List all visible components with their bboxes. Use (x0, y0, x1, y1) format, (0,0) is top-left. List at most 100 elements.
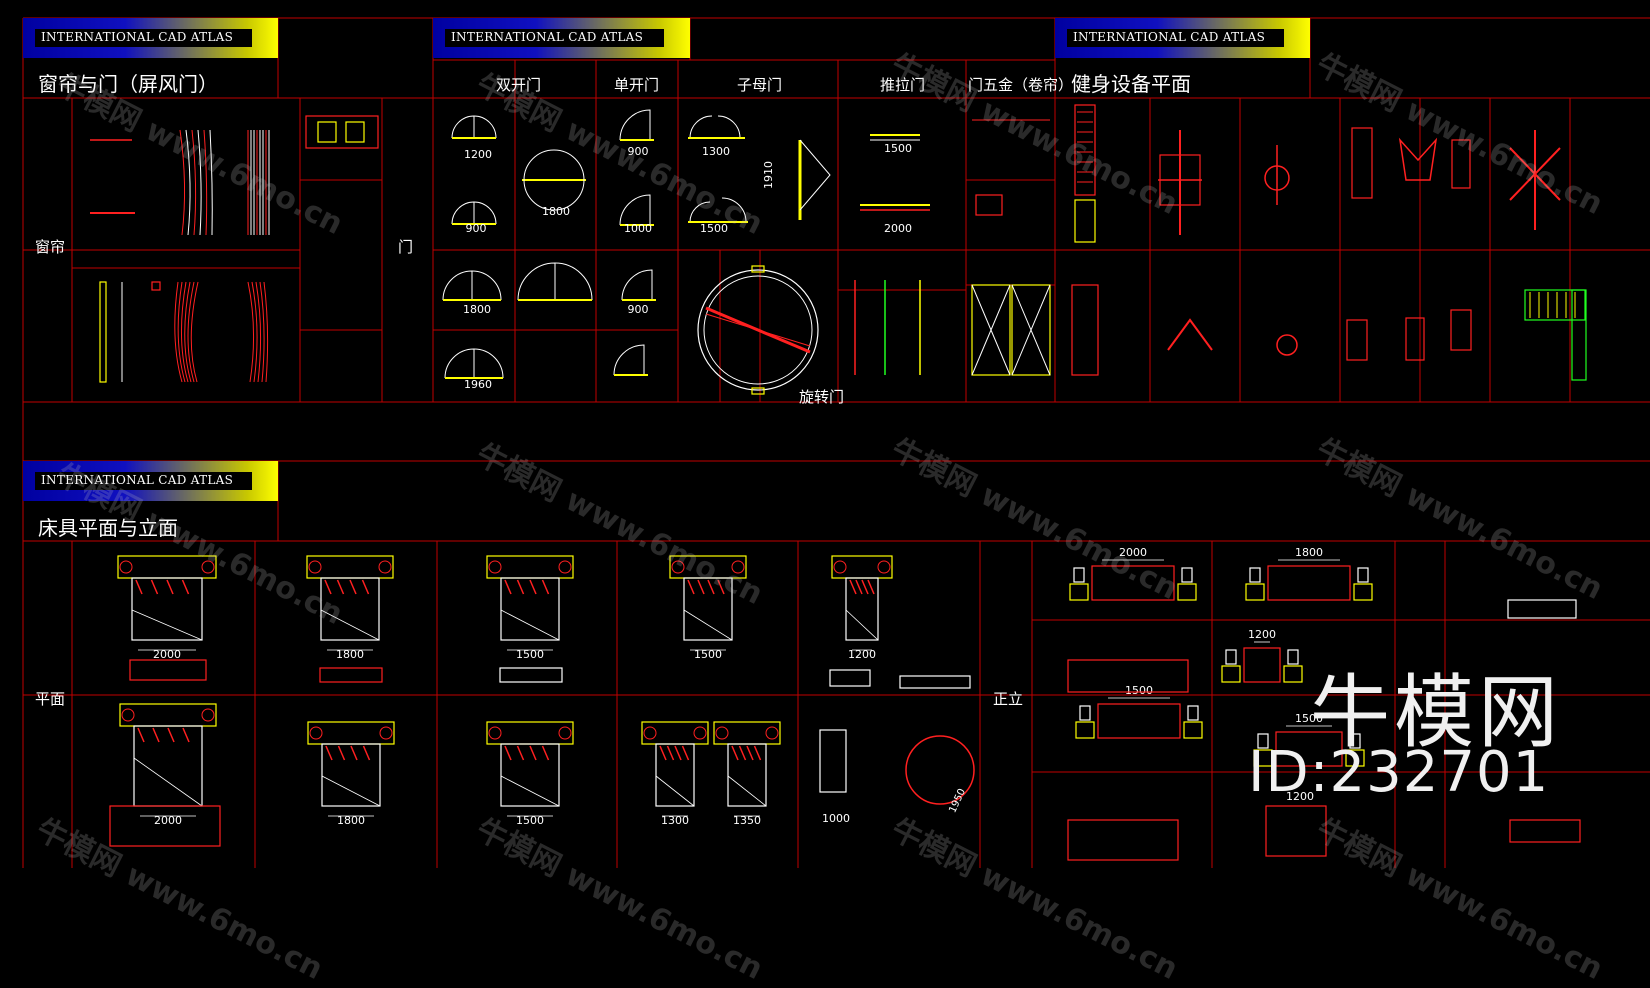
nightstand-lamp (558, 726, 572, 740)
row-label-elevation: 正立 (993, 690, 1024, 708)
nightstand-elevation (1221, 665, 1241, 683)
lamp-elevation (1249, 567, 1261, 583)
pillow (135, 579, 143, 595)
nightstand-lamp (488, 726, 502, 740)
nightstand-elevation (1075, 721, 1095, 739)
double-door-180-swing (523, 149, 585, 211)
fitness-machine-elevation (1071, 284, 1099, 376)
curtain-drape-fold (174, 281, 183, 383)
door-header-sliding: 推拉门 (880, 76, 926, 94)
dimension-label: 1300 (702, 145, 730, 158)
pillow (325, 745, 333, 761)
daybed-elevation (1507, 599, 1577, 619)
pillow (867, 579, 875, 595)
bed-sheet-fold (655, 775, 695, 807)
curtain-drape-fold (190, 281, 199, 383)
fitness-multigym-plan (1509, 130, 1561, 230)
nightstand-lamp (833, 560, 847, 574)
fitness-rower-elevation (1405, 317, 1425, 361)
fitness-rowing-plan (1451, 139, 1471, 189)
revolving-door-post (751, 265, 765, 273)
bed-plan-full (683, 577, 733, 641)
nightstand-lamp (378, 560, 392, 574)
dimension-label: 1500 (516, 648, 544, 661)
revolving-door-leaf (705, 313, 811, 347)
fitness-climbing-frame (1524, 289, 1586, 321)
round-bed-plan (905, 735, 975, 805)
bed-sheet-fold (320, 609, 380, 641)
bed-plan-double-2 (500, 743, 560, 807)
door-open-indicator (799, 139, 831, 211)
dimension-label: 1800 (1295, 546, 1323, 559)
dimension-label: 1200 (1286, 790, 1314, 803)
dimension-label: 2000 (884, 222, 912, 235)
row-label-plan: 平面 (35, 690, 66, 708)
curtain-elevation-fold (203, 129, 208, 236)
nightstand-lamp (715, 726, 729, 740)
curtain-drape-fold (187, 281, 195, 383)
lock-hardware-symbol (975, 194, 1003, 216)
atlas-banner-curtains: INTERNATIONAL CAD ATLAS (23, 18, 278, 58)
bed-plan-single-b (819, 729, 847, 793)
dimension-label: 2000 (153, 648, 181, 661)
atlas-banner-text: INTERNATIONAL CAD ATLAS (41, 473, 234, 487)
nightstand-elevation (1345, 749, 1365, 767)
row-label-door: 门 (398, 238, 414, 256)
pillow (738, 745, 747, 761)
pillow (541, 745, 550, 761)
curtain-elevation-fold (209, 129, 213, 236)
double-door-swing (451, 201, 475, 225)
dimension-label: 1200 (848, 648, 876, 661)
pillow (697, 579, 705, 595)
door-header-single: 单开门 (614, 76, 660, 94)
bed-elevation-ornate (1067, 659, 1189, 693)
nightstand-lamp (201, 708, 215, 722)
lamp-elevation (1287, 649, 1299, 665)
pillow (681, 745, 690, 761)
atlas-banner-fitness: INTERNATIONAL CAD ATLAS (1055, 18, 1310, 58)
bed-elevation-double (1097, 703, 1181, 739)
pillow (687, 579, 695, 595)
bed-side-elevation (319, 667, 383, 683)
lamp-elevation (1181, 567, 1193, 583)
double-door-swing (473, 348, 504, 379)
bed-elevation-queen (1267, 565, 1351, 601)
curtain-drape-fold (255, 281, 262, 383)
bed-plan-single (845, 577, 879, 641)
lamp-elevation (1073, 567, 1085, 583)
atlas-banner-text: INTERNATIONAL CAD ATLAS (41, 30, 234, 44)
pillow (674, 745, 682, 761)
nightstand-lamp (379, 726, 393, 740)
curtain-drape-fold (177, 281, 186, 383)
pillow (731, 745, 739, 761)
screen-door-leaf (317, 121, 337, 143)
hardware-rolling-door (1011, 284, 1051, 376)
bed-side-elevation (829, 669, 871, 687)
nightstand-lamp (201, 560, 215, 574)
double-door-swing (451, 115, 475, 139)
fitness-bench-elevation (1167, 318, 1213, 351)
bed-sheet-fold (845, 609, 879, 641)
curtain-drape-fold (184, 281, 192, 383)
door-diagonal (1011, 284, 1051, 376)
dimension-label: 1800 (542, 205, 570, 218)
dimension-label: 2000 (154, 814, 182, 827)
pillow (666, 745, 675, 761)
door-header-mother-child: 子母门 (737, 76, 783, 94)
double-door-swing (517, 262, 556, 301)
dimension-label: 1800 (337, 814, 365, 827)
bed-elevation-small (1509, 819, 1581, 843)
single-door-swing (619, 109, 651, 141)
lamp-elevation (1357, 567, 1369, 583)
revolving-door-post (751, 387, 765, 395)
fitness-bike-elevation (1276, 334, 1298, 356)
pillow (717, 579, 725, 595)
bed-plan-double (500, 577, 560, 641)
hardware-rolling-door (971, 284, 1011, 376)
bed-plan-king (131, 577, 203, 641)
lamp-elevation (1257, 733, 1269, 749)
single-door-swing (619, 194, 651, 226)
bed-side-elevation (129, 659, 207, 681)
nightstand-elevation (1069, 583, 1089, 601)
